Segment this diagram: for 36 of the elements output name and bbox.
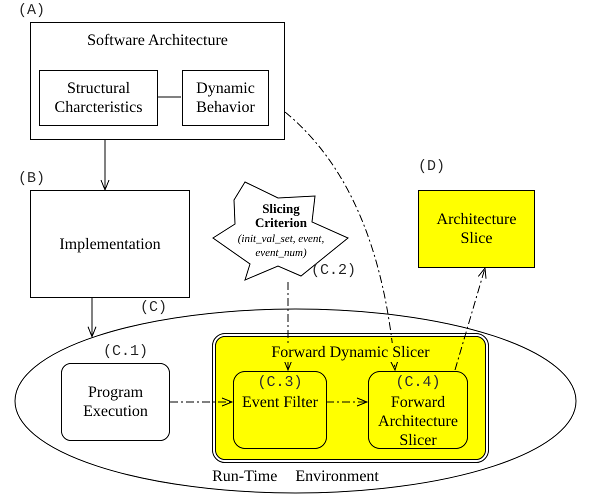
callout-label: (C.2) [311, 262, 356, 279]
step-number: (C.4) [395, 374, 440, 391]
arrow [170, 398, 232, 406]
callout-label: (C) [140, 299, 168, 316]
process-box [61, 363, 170, 441]
process-box [30, 22, 285, 140]
box-label: Dynamic Behavior [195, 79, 256, 117]
process-box [418, 190, 535, 268]
process-box [182, 70, 269, 126]
arrow [326, 398, 368, 406]
process-box [233, 371, 327, 449]
arrow [284, 282, 292, 370]
process-box [30, 190, 190, 298]
box-label: Event Filter [242, 393, 318, 412]
callout-label: (A) [18, 2, 46, 19]
box-label: Forward Architecture Slicer [377, 393, 459, 450]
container-box [215, 336, 486, 460]
arrow [284, 112, 398, 370]
arrow [454, 268, 487, 370]
callout-label: (C.1) [103, 343, 148, 360]
process-box [368, 371, 468, 449]
criterion-parameters: (init_val_set, event, event_num) [236, 232, 326, 260]
process-box [39, 70, 158, 126]
box-label: Program Execution [82, 383, 149, 421]
environment-label: Run-Time Environment [212, 467, 379, 486]
callout-label: (D) [418, 158, 446, 175]
callout-label: (B) [18, 170, 46, 187]
box-label: Structural Charcteristics [54, 79, 144, 117]
arrow [100, 140, 110, 190]
step-number: (C.3) [257, 374, 302, 391]
container-title: Forward Dynamic Slicer [271, 343, 430, 362]
arrow [88, 298, 96, 338]
box-title: Software Architecture [87, 31, 228, 50]
box-label: Architecture Slice [436, 210, 518, 248]
box-label: Implementation [59, 234, 161, 254]
criterion-title: Slicing Criterion [254, 202, 308, 230]
